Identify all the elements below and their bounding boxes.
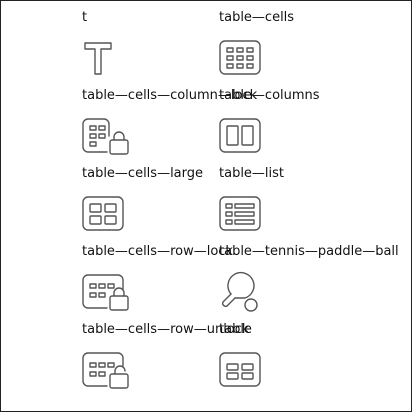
icon-label: table—cells—row—unlock [82,322,250,337]
icon-label: table [219,322,252,337]
table-cells-row-lock-icon [82,272,129,314]
table-icon [219,350,261,392]
t-icon [82,38,124,80]
table-columns-icon [219,116,261,158]
table-cells-column-lock-icon [82,116,129,158]
icon-label: table—cells [219,10,295,25]
icon-label: t [82,10,88,25]
icon-cell-table-cells: table—cells [219,10,411,88]
icon-cell-table-tennis-paddle-ball: table—tennis—paddle—ball [219,244,411,322]
icon-cell-table-cells-row-lock: table—cells—row—lock [82,244,282,322]
icon-label: table—list [219,166,285,181]
icon-cell-t: t [82,10,282,88]
icon-cell-table-cells-large: table—cells—large [82,166,282,244]
table-tennis-paddle-ball-icon [219,271,261,314]
icon-cell-table: table [219,322,411,400]
icon-cell-table-cells-column-lock: table—cells—column—lock [82,88,282,166]
table-cells-row-unlock-icon [82,350,129,392]
table-list-icon [219,194,261,236]
icon-label: table—columns [219,88,320,103]
icon-cell-table-list: table—list [219,166,411,244]
table-cells-large-icon [82,194,124,236]
icon-label: table—cells—row—lock [82,244,233,259]
icon-label: table—cells—column—lock [82,88,258,103]
table-cells-icon [219,38,261,80]
icon-label: table—cells—large [82,166,204,181]
icon-cell-table-cells-row-unlock: table—cells—row—unlock [82,322,282,400]
icon-cell-table-columns: table—columns [219,88,411,166]
icon-label: table—tennis—paddle—ball [219,244,399,259]
